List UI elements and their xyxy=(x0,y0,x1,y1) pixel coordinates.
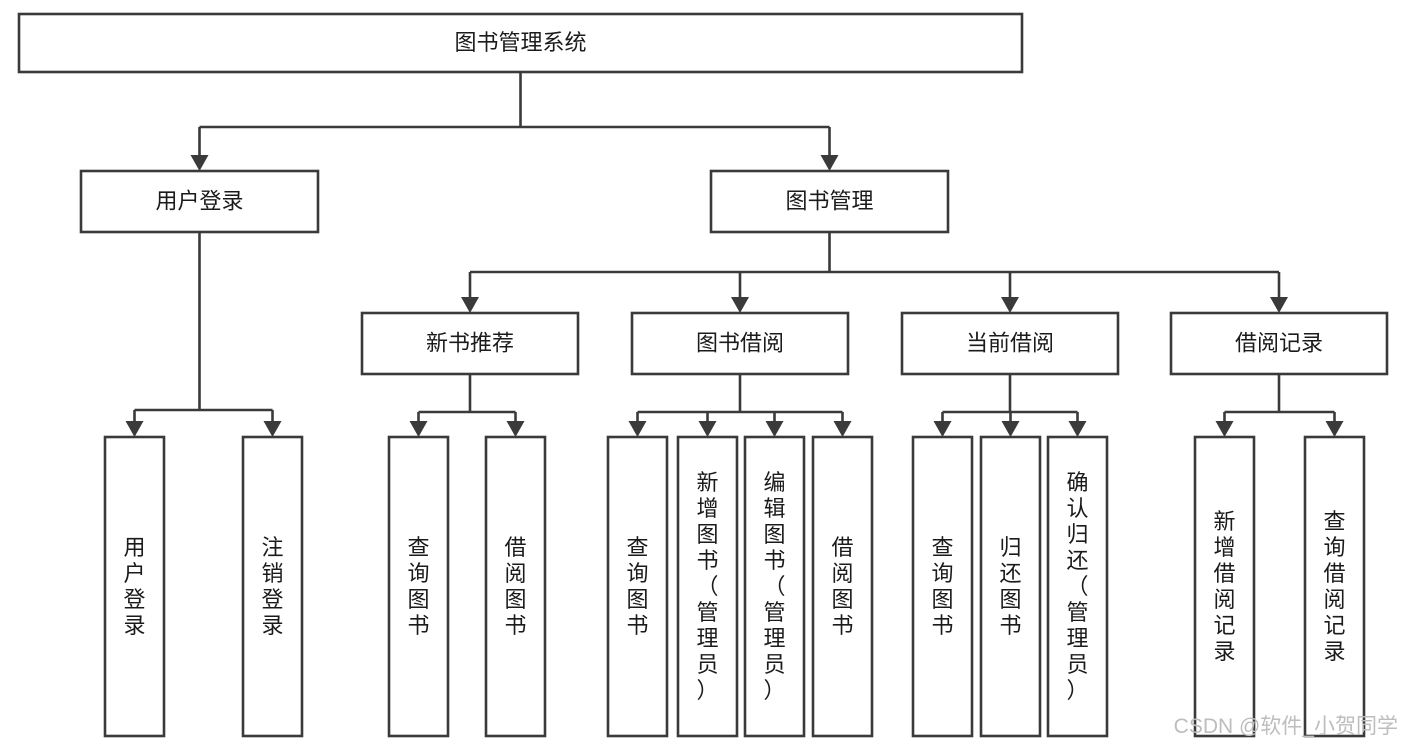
connector-layer xyxy=(125,72,1344,437)
node-leaf-user-login[interactable]: 用户登录 xyxy=(103,435,166,738)
node-box-leaf-add-record xyxy=(1193,435,1256,738)
node-label-leaf-logout: 注销登录 xyxy=(261,535,283,638)
node-label-leaf-edit-book: 编辑图书（管理员） xyxy=(763,470,785,703)
node-box-leaf-query-book-2 xyxy=(606,435,669,738)
new-book-recommend-to-leaves-arrow-leaf-borrow-book-1 xyxy=(506,421,525,437)
watermark-label: CSDN @软件_小贺同学 xyxy=(1174,715,1398,738)
node-box-root xyxy=(17,12,1024,74)
node-leaf-query-book-1[interactable]: 查询图书 xyxy=(387,435,450,738)
node-box-leaf-return-book xyxy=(979,435,1042,738)
node-leaf-query-record[interactable]: 查询借阅记录 xyxy=(1303,435,1366,738)
node-label-leaf-query-book-3: 查询图书 xyxy=(931,535,953,638)
node-label-root: 图书管理系统 xyxy=(454,30,586,55)
node-label-leaf-query-book-1: 查询图书 xyxy=(407,535,429,638)
node-label-current-borrow: 当前借阅 xyxy=(966,330,1054,355)
node-box-leaf-query-book-3 xyxy=(911,435,974,738)
node-label-user-login: 用户登录 xyxy=(155,188,243,213)
node-current-borrow[interactable]: 当前借阅 xyxy=(900,311,1120,376)
book-borrow-to-leaves-arrow-leaf-query-book-2 xyxy=(628,421,647,437)
node-leaf-add-book[interactable]: 新增图书（管理员） xyxy=(676,435,739,738)
node-box-leaf-logout xyxy=(241,435,304,738)
node-label-borrow-record: 借阅记录 xyxy=(1235,330,1323,355)
bookmanage-to-level2-arrow-new-book-recommend xyxy=(461,297,479,313)
node-label-leaf-borrow-book-1: 借阅图书 xyxy=(504,535,526,638)
node-label-leaf-add-record: 新增借阅记录 xyxy=(1213,509,1235,664)
node-box-book-borrow xyxy=(630,311,850,376)
user-login-to-leaves-arrow-leaf-logout xyxy=(263,421,282,437)
borrow-record-to-leaves-arrow-leaf-query-record xyxy=(1325,421,1344,437)
node-leaf-edit-book[interactable]: 编辑图书（管理员） xyxy=(743,435,806,738)
node-box-current-borrow xyxy=(900,311,1120,376)
node-leaf-query-book-2[interactable]: 查询图书 xyxy=(606,435,669,738)
node-box-leaf-query-book-1 xyxy=(387,435,450,738)
bookmanage-to-level2-arrow-current-borrow xyxy=(1001,297,1019,313)
node-box-user-login xyxy=(79,169,320,234)
node-label-leaf-confirm-return: 确认归还（管理员） xyxy=(1066,470,1088,703)
node-label-new-book-recommend: 新书推荐 xyxy=(426,330,514,355)
node-label-leaf-query-record: 查询借阅记录 xyxy=(1323,509,1345,664)
book-borrow-to-leaves-arrow-leaf-edit-book xyxy=(765,421,784,437)
node-layer: 图书管理系统用户登录图书管理新书推荐图书借阅当前借阅借阅记录用户登录注销登录查询… xyxy=(17,12,1389,738)
node-new-book-recommend[interactable]: 新书推荐 xyxy=(360,311,580,376)
node-box-new-book-recommend xyxy=(360,311,580,376)
user-login-to-leaves-arrow-leaf-user-login xyxy=(125,421,144,437)
node-book-manage[interactable]: 图书管理 xyxy=(709,169,950,234)
node-box-leaf-borrow-book-2 xyxy=(811,435,874,738)
node-box-borrow-record xyxy=(1169,311,1389,376)
node-box-leaf-borrow-book-1 xyxy=(484,435,547,738)
node-box-leaf-add-book xyxy=(676,435,739,738)
node-leaf-logout[interactable]: 注销登录 xyxy=(241,435,304,738)
node-leaf-add-record[interactable]: 新增借阅记录 xyxy=(1193,435,1256,738)
node-label-leaf-add-book: 新增图书（管理员） xyxy=(696,470,718,703)
node-label-leaf-query-book-2: 查询图书 xyxy=(626,535,648,638)
borrow-record-to-leaves-arrow-leaf-add-record xyxy=(1215,421,1234,437)
node-book-borrow[interactable]: 图书借阅 xyxy=(630,311,850,376)
node-borrow-record[interactable]: 借阅记录 xyxy=(1169,311,1389,376)
node-label-leaf-user-login: 用户登录 xyxy=(123,535,145,638)
node-box-leaf-query-record xyxy=(1303,435,1366,738)
new-book-recommend-to-leaves-arrow-leaf-query-book-1 xyxy=(409,421,428,437)
current-borrow-to-leaves-arrow-leaf-query-book-3 xyxy=(933,421,952,437)
root-to-level1-arrow-user-login xyxy=(190,155,209,171)
node-box-leaf-edit-book xyxy=(743,435,806,738)
bookmanage-to-level2-arrow-borrow-record xyxy=(1270,297,1288,313)
node-label-leaf-borrow-book-2: 借阅图书 xyxy=(831,535,853,638)
node-leaf-confirm-return[interactable]: 确认归还（管理员） xyxy=(1046,435,1109,738)
node-leaf-return-book[interactable]: 归还图书 xyxy=(979,435,1042,738)
node-label-leaf-return-book: 归还图书 xyxy=(999,535,1021,638)
bookmanage-to-level2-arrow-book-borrow xyxy=(731,297,749,313)
root-to-level1-arrow-book-manage xyxy=(820,155,839,171)
node-box-leaf-confirm-return xyxy=(1046,435,1109,738)
current-borrow-to-leaves-arrow-leaf-confirm-return xyxy=(1068,421,1087,437)
node-root[interactable]: 图书管理系统 xyxy=(17,12,1024,74)
book-borrow-to-leaves-arrow-leaf-add-book xyxy=(698,421,717,437)
node-leaf-borrow-book-1[interactable]: 借阅图书 xyxy=(484,435,547,738)
node-leaf-borrow-book-2[interactable]: 借阅图书 xyxy=(811,435,874,738)
book-borrow-to-leaves-arrow-leaf-borrow-book-2 xyxy=(833,421,852,437)
current-borrow-to-leaves-arrow-leaf-return-book xyxy=(1001,421,1020,437)
node-label-book-manage: 图书管理 xyxy=(785,188,873,213)
node-label-book-borrow: 图书借阅 xyxy=(696,330,784,355)
node-user-login[interactable]: 用户登录 xyxy=(79,169,320,234)
node-box-book-manage xyxy=(709,169,950,234)
node-box-leaf-user-login xyxy=(103,435,166,738)
node-leaf-query-book-3[interactable]: 查询图书 xyxy=(911,435,974,738)
